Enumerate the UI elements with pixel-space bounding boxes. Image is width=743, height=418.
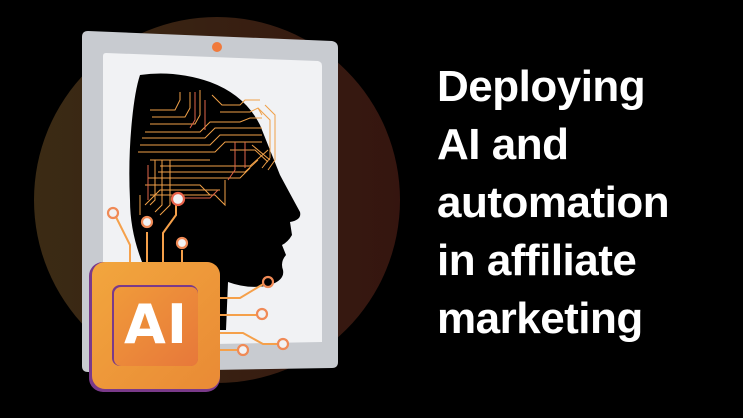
headline-line-5: marketing (437, 294, 643, 343)
headline-line-1: Deploying (437, 62, 646, 111)
headline-line-4: in affiliate (437, 236, 637, 285)
brain-circuit (138, 90, 276, 216)
camera-icon (212, 42, 222, 52)
ai-brain-tablet-icon (34, 17, 400, 392)
ai-chip-label: AI (124, 293, 188, 356)
ai-head-illustration: AI (34, 17, 400, 392)
chip-connectors (114, 205, 278, 351)
headline: Deploying AI and automation in affiliate… (437, 58, 737, 348)
connector-nodes (106, 191, 290, 357)
headline-line-2: AI and (437, 120, 569, 169)
ai-chip-inner (114, 287, 198, 366)
headline-line-3: automation (437, 178, 670, 227)
